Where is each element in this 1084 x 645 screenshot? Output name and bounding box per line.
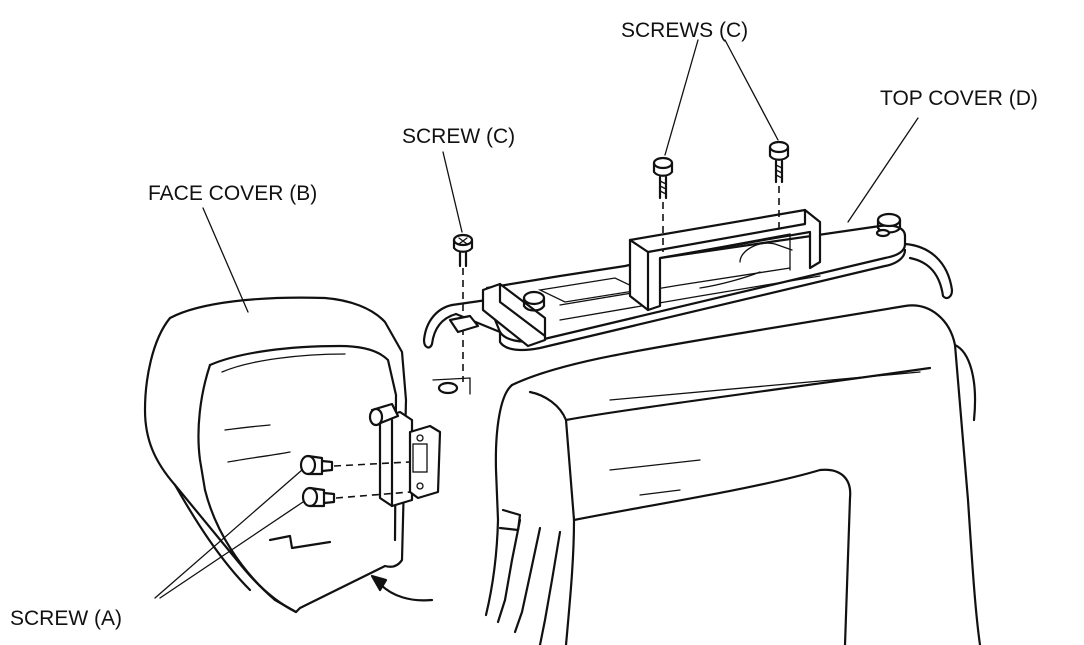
label-screw-a: SCREW (A) (10, 607, 122, 630)
screw-a-upper (299, 454, 411, 476)
screw-c-left (432, 233, 480, 395)
label-face-cover-b: FACE COVER (B) (148, 182, 317, 205)
top-cover (422, 208, 954, 352)
screw-c-right (768, 140, 790, 232)
face-cover (143, 296, 442, 614)
label-top-cover-d: TOP COVER (D) (880, 87, 1038, 110)
label-screws-c: SCREWS (C) (621, 19, 748, 42)
screw-c-middle (652, 156, 674, 252)
label-screw-c: SCREW (C) (402, 125, 515, 148)
rotation-arrow (370, 574, 434, 602)
leader-lines (154, 39, 919, 599)
screw-a-lower (301, 486, 411, 508)
machine-body (484, 304, 982, 645)
